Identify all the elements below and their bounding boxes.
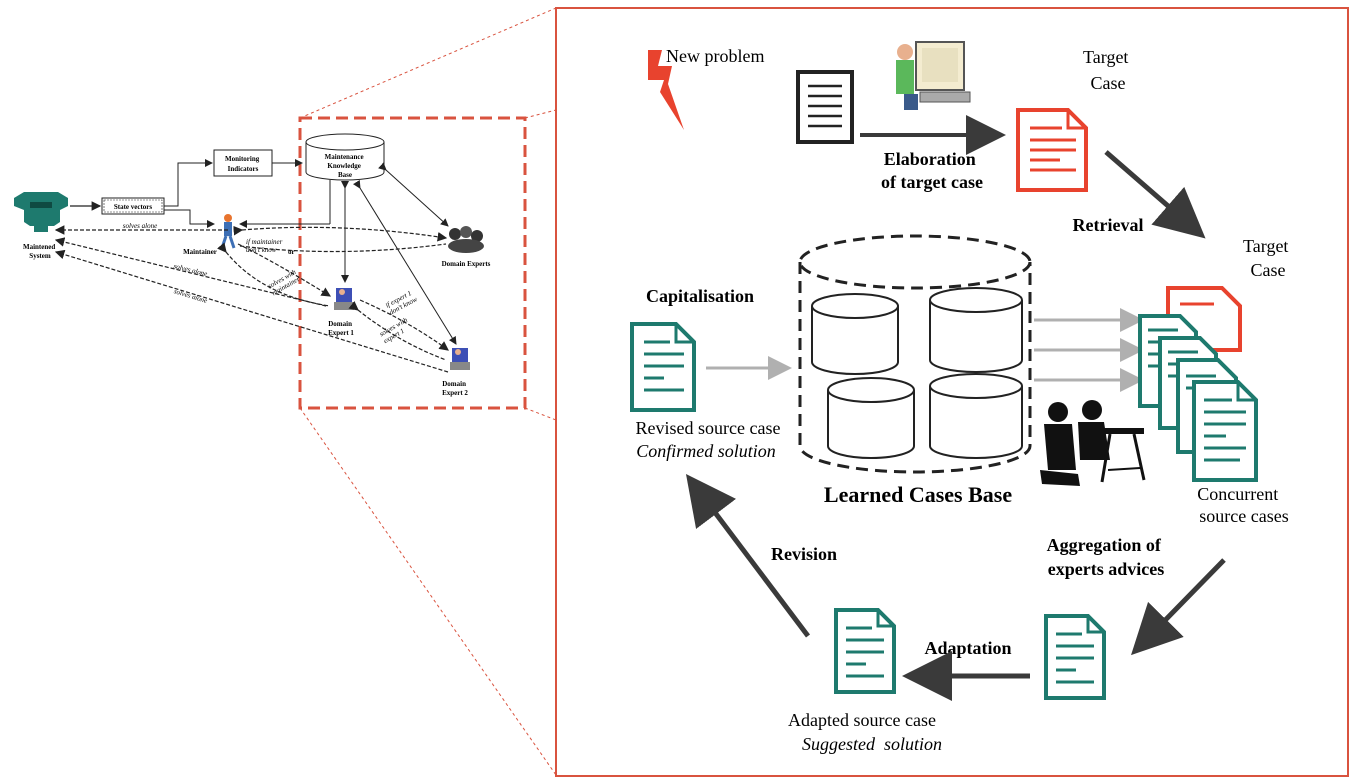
learned-cases-base-icon xyxy=(798,234,1032,474)
experts-meeting-icon xyxy=(1040,400,1146,486)
retrieval-label: Retrieval xyxy=(1073,215,1144,235)
monitoring-indicators-label: Monitoring Indicators xyxy=(225,155,261,173)
concurrent-source-cases-label: Concurrent source cases xyxy=(1197,484,1288,526)
domain-expert-2-icon xyxy=(450,348,470,370)
state-vectors-label: State vectors xyxy=(114,203,153,211)
if-maintainer-dont-know-label: if maintainer don't know xyxy=(246,238,284,254)
suggested-solution-label: Suggested solution xyxy=(802,734,942,754)
domain-experts-label: Domain Experts xyxy=(442,260,491,268)
detail-diagram: New problem Target Case Elaboration xyxy=(630,41,1293,754)
aggregated-document-icon xyxy=(1044,614,1106,700)
domain-expert-1-label: Domain Expert 1 xyxy=(328,320,354,337)
lightning-icon xyxy=(648,50,684,130)
maintainer-icon xyxy=(220,214,236,249)
aggregation-label: Aggregation of experts advices xyxy=(1047,535,1166,579)
solves-alone-3-label: solves alone xyxy=(173,287,208,305)
target-case-document-icon xyxy=(1016,108,1088,192)
knowledge-base-label: Maintenance Knowledge Base xyxy=(325,153,366,179)
retrieval-arrow xyxy=(1104,150,1206,239)
if-expert1-dont-know-label: if expert 1 don't know xyxy=(384,288,419,317)
domain-expert-2-label: Domain Expert 2 xyxy=(442,380,468,397)
revised-source-case-label: Revised source case xyxy=(636,418,781,438)
solves-alone-1-label: solves alone xyxy=(123,222,157,230)
maintainer-label: Maintainer xyxy=(183,248,217,256)
solves-with-expert1-label: solves with expert 1 xyxy=(378,315,414,345)
knowledge-base-cylinder xyxy=(305,133,385,181)
adaptation-label: Adaptation xyxy=(924,638,1011,658)
confirmed-solution-label: Confirmed solution xyxy=(636,441,776,461)
elaboration-label: Elaboration of target case xyxy=(881,149,983,192)
adapted-source-case-document-icon xyxy=(834,608,896,694)
revised-source-case-document-icon xyxy=(630,322,696,412)
or-label: or xyxy=(288,248,295,256)
aggregation-arrow xyxy=(1131,558,1226,656)
new-problem-label: New problem xyxy=(666,46,764,66)
overview-diagram: Maintened System State vectors Monitorin… xyxy=(14,133,491,397)
solves-with-maintainer-label: solves with maintainer xyxy=(267,267,303,297)
maintened-system-label: Maintened System xyxy=(23,243,57,260)
capitalisation-label: Capitalisation xyxy=(646,286,754,306)
operator-at-computer-icon xyxy=(896,41,971,110)
learned-cases-base-label: Learned Cases Base xyxy=(824,482,1012,507)
revision-arrow xyxy=(685,474,810,638)
domain-expert-1-icon xyxy=(334,288,354,310)
solves-alone-2-label: solves alone xyxy=(173,262,208,278)
target-case-2-label: Target Case xyxy=(1243,236,1293,280)
maintened-system-icon xyxy=(14,192,68,232)
new-problem-document-icon xyxy=(796,70,854,144)
concurrent-source-cases-icon xyxy=(1138,286,1258,482)
target-case-1-label: Target Case xyxy=(1083,47,1133,93)
monitoring-indicators-box xyxy=(213,149,273,177)
revision-label: Revision xyxy=(771,544,837,564)
domain-experts-icon xyxy=(448,226,484,253)
adapted-source-case-label: Adapted source case xyxy=(788,710,936,730)
